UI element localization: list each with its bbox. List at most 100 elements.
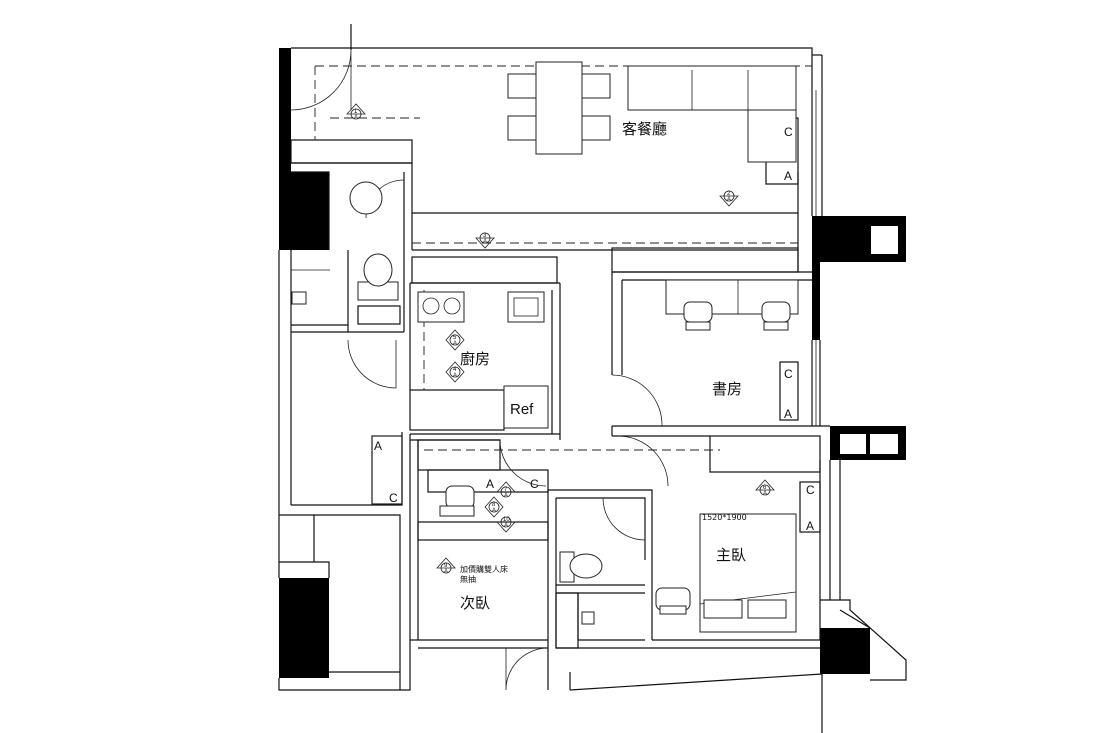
column-left-upper xyxy=(279,172,329,250)
svg-text:5: 5 xyxy=(453,335,457,341)
svg-text:A: A xyxy=(354,115,358,121)
elevation-marker: 3A xyxy=(475,232,495,249)
tag-c: C xyxy=(784,125,793,139)
tag-c: C xyxy=(389,491,398,505)
cabinet-study-side xyxy=(779,361,799,421)
cabinet-second-wardrobe xyxy=(417,521,549,541)
svg-text:1: 1 xyxy=(354,109,358,115)
tag-a: A xyxy=(806,519,814,533)
svg-text:A: A xyxy=(763,491,767,497)
wall-left-mid xyxy=(279,140,291,180)
bathroom-2 xyxy=(559,551,603,625)
svg-text:10: 10 xyxy=(503,517,510,523)
second-door xyxy=(499,439,547,487)
svg-text:A: A xyxy=(727,197,731,203)
svg-text:6: 6 xyxy=(763,485,767,491)
cabinet-second-desk xyxy=(427,469,549,493)
elevation-marker: 5A xyxy=(445,329,465,351)
sofa xyxy=(627,65,797,111)
room-label-living: 客餐廳 xyxy=(622,120,667,138)
tag-a: A xyxy=(784,169,792,183)
room-label-master: 主臥 xyxy=(716,546,746,564)
second-bottom-door xyxy=(505,647,549,691)
room-labels: 客餐廳 廚房 書房 主臥 次臥 加價購雙人床 無抽 xyxy=(460,120,746,612)
dining-chair xyxy=(507,73,537,99)
column-right-mid xyxy=(830,426,906,460)
bath-door xyxy=(347,339,397,389)
study-chair xyxy=(683,301,713,323)
fridge-label: Ref xyxy=(510,401,534,418)
tag-c: C xyxy=(530,477,539,491)
study-door xyxy=(611,374,663,427)
tag-a: A xyxy=(486,477,494,491)
wall-right-strip xyxy=(812,262,820,340)
svg-text:2: 2 xyxy=(727,191,731,197)
elevation-marker: 1A xyxy=(346,103,366,121)
sofa-chaise xyxy=(747,109,797,163)
bathroom-1 xyxy=(291,253,399,305)
pillow xyxy=(703,599,743,619)
study-furniture xyxy=(665,279,799,331)
svg-text:3: 3 xyxy=(483,233,487,239)
svg-text:A: A xyxy=(453,341,457,347)
elevation-markers: 1A 2A 3A 5A 4A 6A 7A 8A xyxy=(346,103,775,575)
cabinet-bath xyxy=(357,305,401,325)
elevation-marker: 10A xyxy=(496,516,516,533)
svg-text:8: 8 xyxy=(492,502,496,508)
cabinet-study-top xyxy=(611,247,799,273)
master-bedroom-furniture: 1520*1900 xyxy=(655,513,797,633)
wall-top-left xyxy=(279,48,291,140)
toilet xyxy=(569,553,603,579)
fridge xyxy=(503,385,549,429)
svg-text:A: A xyxy=(504,493,508,499)
master-bath-door xyxy=(602,497,646,541)
dining-table xyxy=(535,61,583,155)
svg-text:4: 4 xyxy=(453,367,457,373)
room-label-second: 次臥 xyxy=(460,594,490,612)
toilet xyxy=(363,253,393,287)
dining-chair xyxy=(581,73,611,99)
second-chair xyxy=(445,485,475,509)
cooktop xyxy=(417,291,465,323)
pillow xyxy=(747,599,787,619)
cabinet-kitchen-lower xyxy=(409,389,505,431)
cabinet-master-top xyxy=(709,435,821,473)
cabinet-corridor xyxy=(417,439,501,471)
svg-text:9: 9 xyxy=(444,563,448,569)
dining-chair xyxy=(507,115,537,141)
column-right-upper xyxy=(812,216,906,262)
basin xyxy=(291,291,307,305)
second-bed-note-2: 無抽 xyxy=(460,574,476,584)
svg-text:A: A xyxy=(453,373,457,379)
room-label-study: 書房 xyxy=(712,380,742,398)
elevation-marker: 8A xyxy=(484,496,504,518)
cabinet-master-side xyxy=(799,481,821,533)
elevation-marker: 9A xyxy=(436,557,456,575)
master-door xyxy=(617,435,669,487)
room-label-kitchen: 廚房 xyxy=(460,350,490,368)
elevation-marker: 2A xyxy=(719,190,739,207)
svg-text:A: A xyxy=(444,569,448,575)
svg-text:A: A xyxy=(492,508,496,514)
tag-a: A xyxy=(784,407,792,421)
cabinet-kitchen-top xyxy=(411,256,558,284)
elevation-marker: 7A xyxy=(496,481,516,499)
elevation-marker: 4A xyxy=(445,361,465,383)
living-furniture xyxy=(349,61,797,215)
dining-chair xyxy=(581,115,611,141)
cabinet-tags: A C A C C A C A C A xyxy=(371,125,815,533)
kitchen-fixtures: Ref xyxy=(417,291,549,429)
basin xyxy=(581,611,595,625)
tag-c: C xyxy=(784,367,793,381)
svg-text:A: A xyxy=(504,523,508,529)
svg-text:7: 7 xyxy=(504,487,508,493)
tag-c: C xyxy=(806,483,815,497)
bed-size: 1520*1900 xyxy=(702,513,747,522)
round-table xyxy=(349,181,383,215)
cabinet-entry xyxy=(290,139,413,164)
column-left-lower xyxy=(279,578,329,678)
elevation-marker: 6A xyxy=(755,479,775,497)
second-bed-note: 加價購雙人床 xyxy=(460,564,508,574)
structural-walls xyxy=(279,48,906,678)
